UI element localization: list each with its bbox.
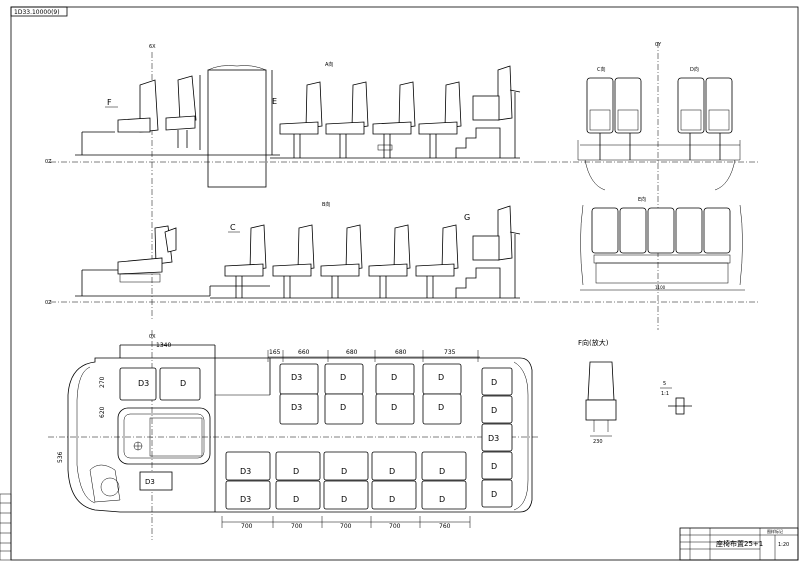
rear-bench-dim: 1100 (655, 285, 666, 290)
mid-ref-label: 0Z (45, 300, 52, 306)
view-e-title: E向 (638, 196, 646, 203)
dim-1340: 1340 (156, 342, 171, 349)
dim-b3: 700 (340, 523, 352, 530)
letter-g: G (464, 213, 470, 222)
seat-l10: D (439, 495, 445, 504)
rear-views: 0Y C向 D向 E向 (540, 42, 760, 330)
seat-l1: D3 (240, 467, 251, 476)
detail-view: F向(放大) 230 5 1:1 (578, 338, 692, 445)
seat-u5: D (391, 373, 397, 382)
view-c-title: C向 (597, 66, 606, 73)
dim-680-b: 680 (395, 349, 407, 356)
detail-width: 230 (593, 439, 603, 445)
rear-seat-4: D (491, 462, 497, 471)
seat-u8: D (438, 403, 444, 412)
rear-seat-3: D3 (488, 434, 499, 443)
elevation-b-title: B向 (322, 201, 330, 208)
rear-column-seats: D D D3 D D (481, 361, 529, 511)
upper-seat-rows: D3 D3 D D D D D D (279, 363, 462, 425)
top-grid-label: 6X (149, 44, 156, 50)
seat-l7: D (389, 467, 395, 476)
rear-seat-1: D (491, 378, 497, 387)
seat-l3: D (293, 467, 299, 476)
title-name: 座椅布置25+1 (716, 539, 763, 548)
dim-680-a: 680 (346, 349, 358, 356)
dim-b4: 700 (389, 523, 401, 530)
sheet-code-box (10, 6, 68, 17)
seat-l5: D (341, 467, 347, 476)
floor-plan: 0X 1340 165 660 680 680 735 270 620 536 (48, 330, 540, 540)
top-ref-label: 0Z (45, 159, 52, 165)
seat-l8: D (389, 495, 395, 504)
dim-b5: 760 (439, 523, 451, 530)
dim-620: 620 (99, 406, 106, 418)
seat-l4: D (293, 495, 299, 504)
grid-x-label: 0X (149, 334, 156, 340)
elevation-a-title: A向 (325, 61, 333, 68)
seat-u2: D3 (291, 403, 302, 412)
dim-b2: 700 (291, 523, 303, 530)
letter-f: F (107, 98, 112, 107)
seat-u7: D (438, 373, 444, 382)
dim-536: 536 (57, 451, 64, 463)
lower-seat-rows: D3 D3 D D D D D D D D (225, 451, 467, 510)
rear-bench: 1100 (580, 204, 745, 291)
title-scale: 1:20 (778, 542, 789, 548)
seat-u6: D (391, 403, 397, 412)
top-passenger-seats (279, 65, 521, 158)
seat-u3: D (340, 373, 346, 382)
rear-seat-2: D (491, 406, 497, 415)
sheet-border (10, 6, 799, 561)
seat-front-d: D (180, 379, 186, 388)
detail-ratio-bottom: 1:1 (661, 391, 669, 397)
view-d-title: D向 (690, 66, 699, 73)
dim-660: 660 (298, 349, 310, 356)
sheet-code: 1D33.10000(9) (14, 9, 60, 16)
title-block: 座椅布置25+1 图样标记 1:20 (679, 527, 799, 561)
dim-165: 165 (269, 349, 281, 356)
detail-view-title: F向(放大) (578, 338, 609, 347)
seat-front-d3: D3 (138, 379, 149, 388)
mid-passenger-seats (224, 205, 521, 298)
left-margin-strips (0, 493, 12, 561)
seat-stair-d3: D3 (145, 478, 155, 486)
letter-e: E (272, 97, 277, 106)
seat-u4: D (340, 403, 346, 412)
seat-u1: D3 (291, 373, 302, 382)
dim-735: 735 (444, 349, 456, 356)
seat-l6: D (341, 495, 347, 504)
seat-l2: D3 (240, 495, 251, 504)
seat-l9: D (439, 467, 445, 476)
title-sheet: 图样标记 (767, 528, 783, 534)
rear-seat-5: D (491, 490, 497, 499)
mid-elevation: 0Z B向 C G (45, 178, 540, 320)
letter-c: C (230, 223, 236, 232)
top-elevation: 6X 0Z A向 F E (45, 44, 540, 188)
detail-ratio-top: 5 (663, 381, 666, 387)
dim-270: 270 (99, 376, 106, 388)
dim-b1: 700 (241, 523, 253, 530)
grid-y-label: 0Y (655, 42, 662, 48)
